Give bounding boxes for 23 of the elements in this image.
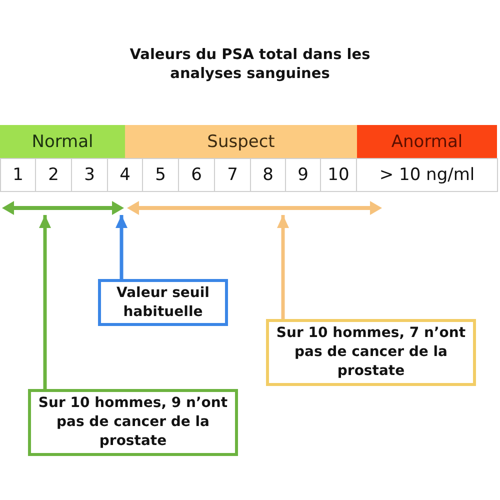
double-arrow (127, 201, 382, 215)
scale-cell: 6 (178, 158, 215, 192)
scale-cell: 4 (107, 158, 143, 192)
range-band: Suspect (125, 125, 357, 159)
leader-arrow (116, 215, 128, 279)
scale-cell: 10 (320, 158, 357, 192)
range-band: Anormal (357, 125, 497, 159)
scale-cell: 8 (250, 158, 286, 192)
leader-arrow (277, 215, 289, 319)
range-band: Normal (0, 125, 125, 159)
scale-cell: 2 (35, 158, 72, 192)
scale-cell: > 10 ng/ml (356, 158, 498, 192)
scale-cell: 5 (142, 158, 179, 192)
callout: Sur 10 hommes, 9 n’ont pas de cancer de la prostate (28, 389, 238, 456)
scale-cell: 3 (71, 158, 108, 192)
double-arrow (2, 201, 124, 215)
diagram-title: Valeurs du PSA total dans les analyses sanguines (128, 46, 372, 84)
scale-cell: 9 (285, 158, 321, 192)
leader-arrow (39, 215, 51, 389)
callout: Valeur seuil habituelle (98, 279, 228, 326)
scale-cell: 1 (0, 158, 36, 192)
callout: Sur 10 hommes, 7 n’ont pas de cancer de la prostate (266, 319, 476, 386)
scale-cell: 7 (214, 158, 251, 192)
